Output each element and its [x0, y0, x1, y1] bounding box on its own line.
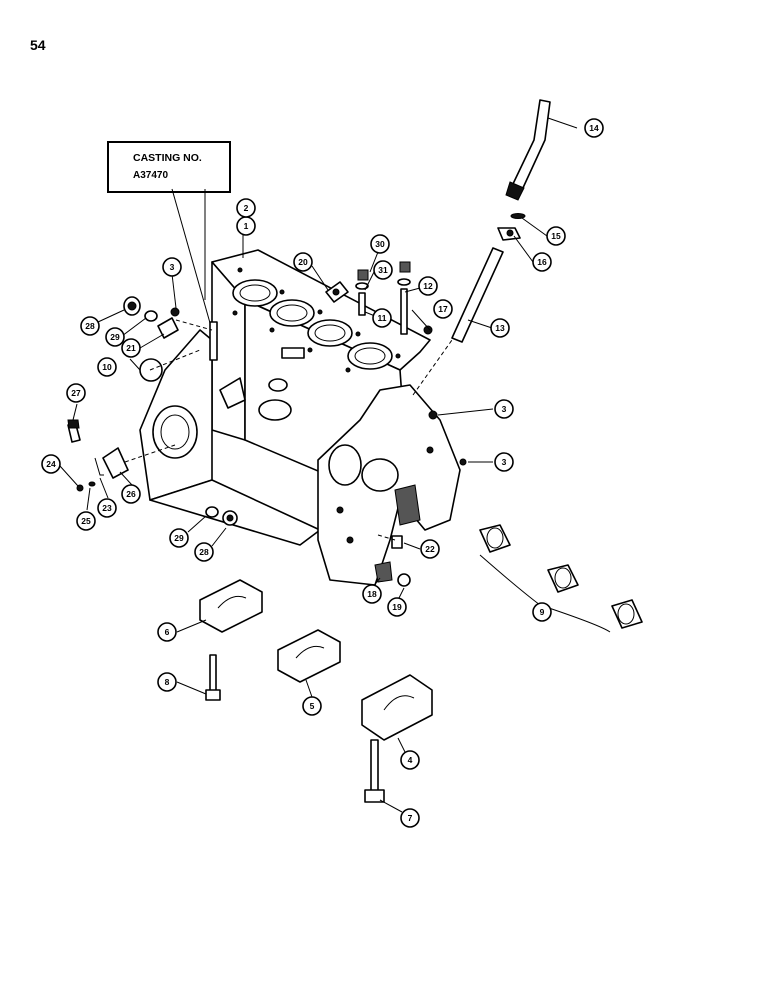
svg-text:13: 13	[495, 323, 505, 333]
callout-18: 18	[362, 584, 382, 604]
svg-text:12: 12	[423, 281, 433, 291]
callout-26: 26	[121, 484, 141, 504]
callout-30: 30	[370, 234, 390, 254]
casting-number-title: CASTING NO.	[133, 152, 202, 164]
callout-21: 21	[121, 338, 141, 358]
svg-text:20: 20	[298, 257, 308, 267]
callout-22: 22	[420, 539, 440, 559]
svg-text:26: 26	[126, 489, 136, 499]
svg-text:14: 14	[589, 123, 599, 133]
dipstick	[505, 99, 551, 201]
callout-27: 27	[66, 383, 86, 403]
svg-text:10: 10	[102, 362, 112, 372]
callout-28: 28	[194, 542, 214, 562]
svg-text:3: 3	[170, 262, 175, 272]
callout-3: 3	[494, 399, 514, 419]
dipstick-tube	[451, 247, 504, 343]
callout-6: 6	[157, 622, 177, 642]
svg-text:25: 25	[81, 516, 91, 526]
svg-text:28: 28	[85, 321, 95, 331]
svg-text:11: 11	[378, 313, 387, 323]
svg-text:28: 28	[199, 547, 209, 557]
callout-28: 28	[80, 316, 100, 336]
callout-12: 12	[418, 276, 438, 296]
callout-23: 23	[97, 498, 117, 518]
svg-text:22: 22	[425, 544, 435, 554]
svg-text:8: 8	[165, 677, 170, 687]
casting-label-leaders	[171, 188, 213, 331]
studs-and-nuts	[170, 261, 467, 466]
camshaft-bearings	[479, 524, 643, 633]
callout-24: 24	[41, 454, 61, 474]
lower-right-fittings	[374, 535, 411, 587]
callout-25: 25	[76, 511, 96, 531]
svg-text:1: 1	[244, 221, 249, 231]
callout-29: 29	[169, 528, 189, 548]
callout-19: 19	[387, 597, 407, 617]
svg-text:17: 17	[438, 304, 448, 314]
casting-number-label: CASTING NO. A37470	[107, 141, 231, 193]
svg-text:18: 18	[367, 589, 377, 599]
callout-4: 4	[400, 750, 420, 770]
lower-washers	[205, 506, 238, 526]
callout-3: 3	[162, 257, 182, 277]
svg-text:23: 23	[102, 503, 112, 513]
callout-5: 5	[302, 696, 322, 716]
svg-text:7: 7	[408, 813, 413, 823]
callout-11: 11	[372, 308, 392, 328]
svg-text:2: 2	[244, 203, 249, 213]
svg-text:5: 5	[310, 701, 315, 711]
svg-text:29: 29	[174, 533, 184, 543]
callout-31: 31	[373, 260, 393, 280]
left-side-parts	[67, 296, 213, 492]
callout-9: 9	[532, 602, 552, 622]
svg-text:31: 31	[378, 265, 388, 275]
callout-3: 3	[494, 452, 514, 472]
main-bearing-caps	[199, 579, 433, 803]
callout-17: 17	[433, 299, 453, 319]
svg-text:3: 3	[502, 404, 507, 414]
svg-text:27: 27	[71, 388, 81, 398]
callout-20: 20	[293, 252, 313, 272]
callout-1: 1	[236, 216, 256, 236]
callout-8: 8	[157, 672, 177, 692]
svg-text:6: 6	[165, 627, 170, 637]
svg-text:4: 4	[408, 755, 413, 765]
svg-text:21: 21	[126, 343, 136, 353]
callout-16: 16	[532, 252, 552, 272]
svg-text:3: 3	[502, 457, 507, 467]
casting-number-value: A37470	[133, 170, 169, 181]
oil-filler-fittings	[497, 213, 526, 241]
callout-7: 7	[400, 808, 420, 828]
svg-text:9: 9	[540, 607, 545, 617]
callout-15: 15	[546, 226, 566, 246]
callout-13: 13	[490, 318, 510, 338]
svg-text:24: 24	[46, 459, 56, 469]
svg-text:30: 30	[375, 239, 385, 249]
callout-10: 10	[97, 357, 117, 377]
callout-29: 29	[105, 327, 125, 347]
callout-14: 14	[584, 118, 604, 138]
svg-text:29: 29	[110, 332, 120, 342]
oil-fitting	[325, 281, 349, 303]
svg-text:15: 15	[551, 231, 561, 241]
svg-text:16: 16	[537, 257, 547, 267]
page-number: 54	[30, 37, 46, 53]
svg-text:19: 19	[392, 602, 402, 612]
callout-2: 2	[236, 198, 256, 218]
